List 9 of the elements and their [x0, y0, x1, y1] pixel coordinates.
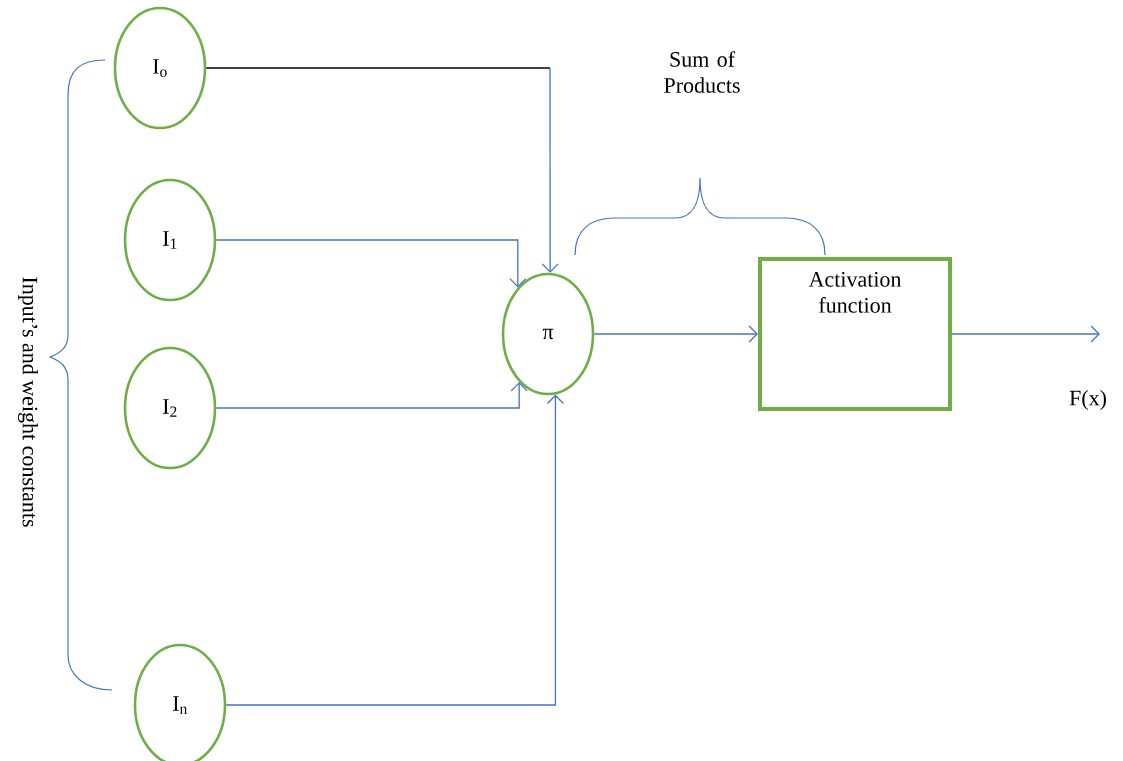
arrow: [951, 325, 1100, 343]
inputs-label: Input’s and weight constants: [18, 277, 38, 527]
output-label: F(x): [1069, 390, 1106, 410]
arrow: [225, 394, 565, 706]
arrow: [593, 325, 758, 343]
arrow: [215, 239, 527, 288]
sum-label: Sum of Products: [664, 51, 740, 93]
activation-box: Activation function: [758, 257, 952, 411]
arrow: [215, 381, 528, 409]
